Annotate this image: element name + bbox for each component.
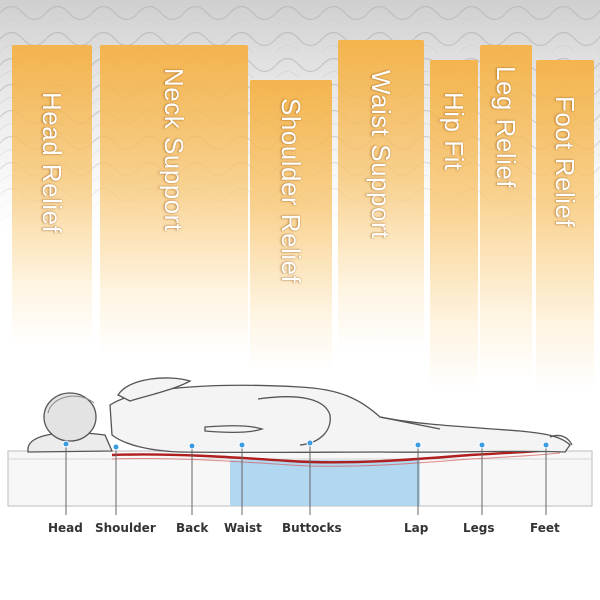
zone-foot-relief: Foot Relief [536,60,594,390]
marker-dot-waist [238,441,246,449]
marker-dot-lap [414,441,422,449]
zone-hip-fit: Hip Fit [430,60,478,390]
zone-head-relief: Head Relief [12,45,92,345]
zone-label-shoulder-relief: Shoulder Relief [276,98,306,284]
zone-label-leg-relief: Leg Relief [491,66,521,189]
zone-neck-support: Neck Support [100,45,248,355]
body-part-label-lap: Lap [404,521,429,535]
body-part-label-legs: Legs [463,521,495,535]
marker-dot-feet [542,441,550,449]
zone-label-foot-relief: Foot Relief [550,96,580,228]
zone-waist-support: Waist Support [338,40,424,350]
zone-label-head-relief: Head Relief [37,92,67,234]
marker-dot-legs [478,441,486,449]
marker-dot-shoulder [112,443,120,451]
body-part-label-buttocks: Buttocks [282,521,342,535]
zone-shoulder-relief: Shoulder Relief [250,80,332,370]
body-part-label-head: Head [48,521,83,535]
zone-label-waist-support: Waist Support [366,70,396,239]
zone-leg-relief: Leg Relief [480,45,532,380]
body-part-label-back: Back [176,521,209,535]
marker-dot-back [188,442,196,450]
sleeper-figure [27,377,573,454]
body-markers [62,439,550,515]
body-part-label-waist: Waist [224,521,262,535]
marker-dot-buttocks [306,439,314,447]
body-part-label-shoulder: Shoulder [95,521,156,535]
zone-label-hip-fit: Hip Fit [439,92,469,171]
zone-label-neck-support: Neck Support [159,68,189,232]
body-part-label-feet: Feet [530,521,560,535]
sleeper-diagram [7,377,593,515]
marker-dot-head [62,440,70,448]
waist-support-block [230,460,420,506]
